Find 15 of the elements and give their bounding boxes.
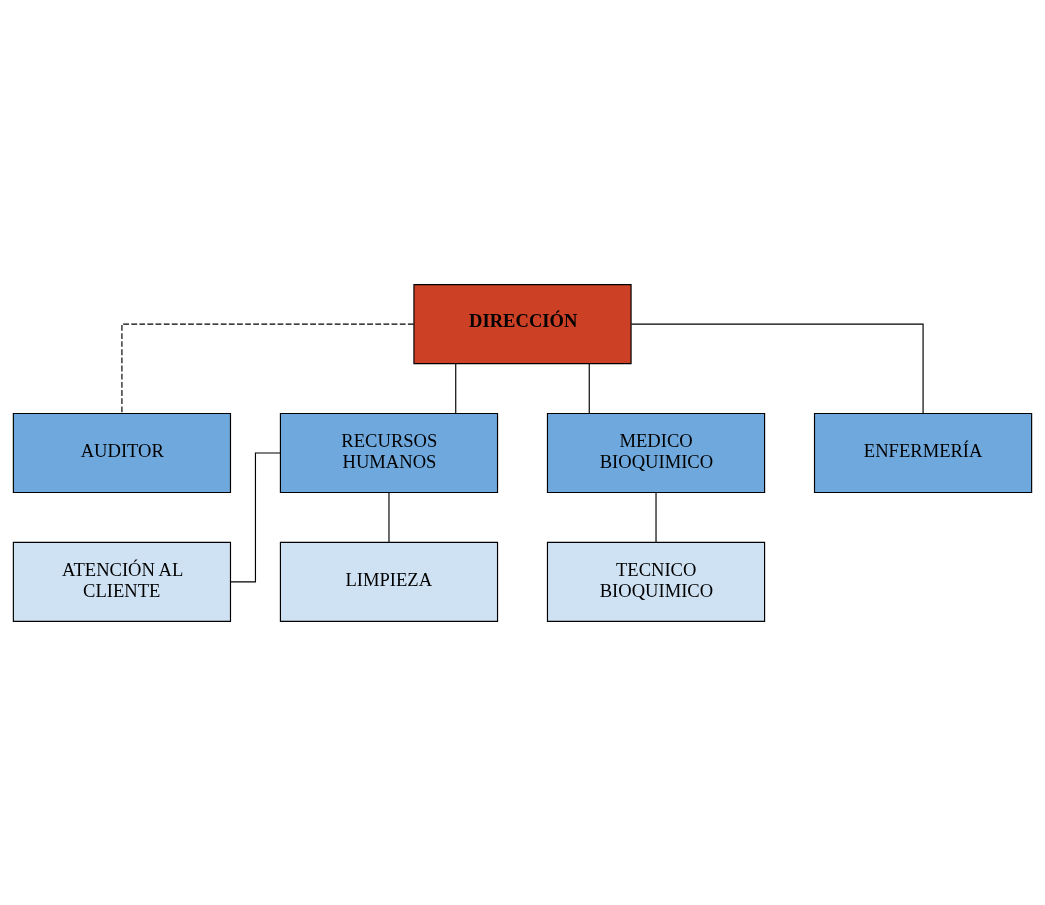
node-box: ATENCIÓN AL CLIENTE: [12, 541, 232, 622]
connector: [388, 491, 390, 543]
connector: [630, 323, 924, 414]
connector: [230, 451, 281, 582]
connector: [121, 323, 415, 414]
connector: [455, 362, 457, 414]
node-box: LIMPIEZA: [279, 541, 499, 622]
node-box: ENFERMERÍA: [813, 412, 1033, 493]
node-box: DIRECCIÓN: [413, 283, 632, 364]
node-box: RECURSOS HUMANOS: [279, 412, 499, 493]
connector: [655, 491, 657, 543]
node-box: AUDITOR: [12, 412, 232, 493]
connector: [588, 362, 590, 414]
node-box: TECNICO BIOQUIMICO: [546, 541, 766, 622]
node-box: MEDICO BIOQUIMICO: [546, 412, 766, 493]
